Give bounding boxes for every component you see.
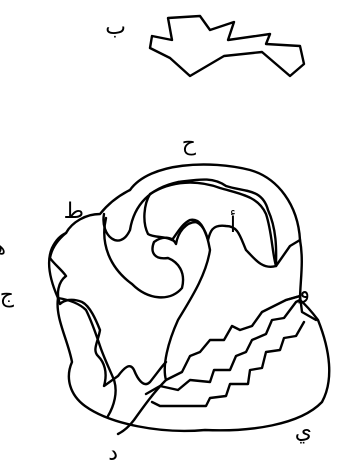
lower-left-piece xyxy=(58,298,116,416)
top-arch-inner xyxy=(103,180,300,267)
label-left-top: ط xyxy=(64,199,84,224)
main-outline xyxy=(49,165,329,431)
label-loose-piece: ب xyxy=(105,15,126,40)
label-right: و xyxy=(298,279,310,304)
label-left-low: ج xyxy=(0,283,15,308)
label-left-mid: هـ xyxy=(0,235,6,260)
label-inner-piece: أ xyxy=(230,210,236,238)
label-bottom: د xyxy=(108,441,118,465)
label-bottom-right: ي xyxy=(295,419,312,444)
label-top: ح xyxy=(182,131,197,156)
loose-piece xyxy=(150,16,304,76)
